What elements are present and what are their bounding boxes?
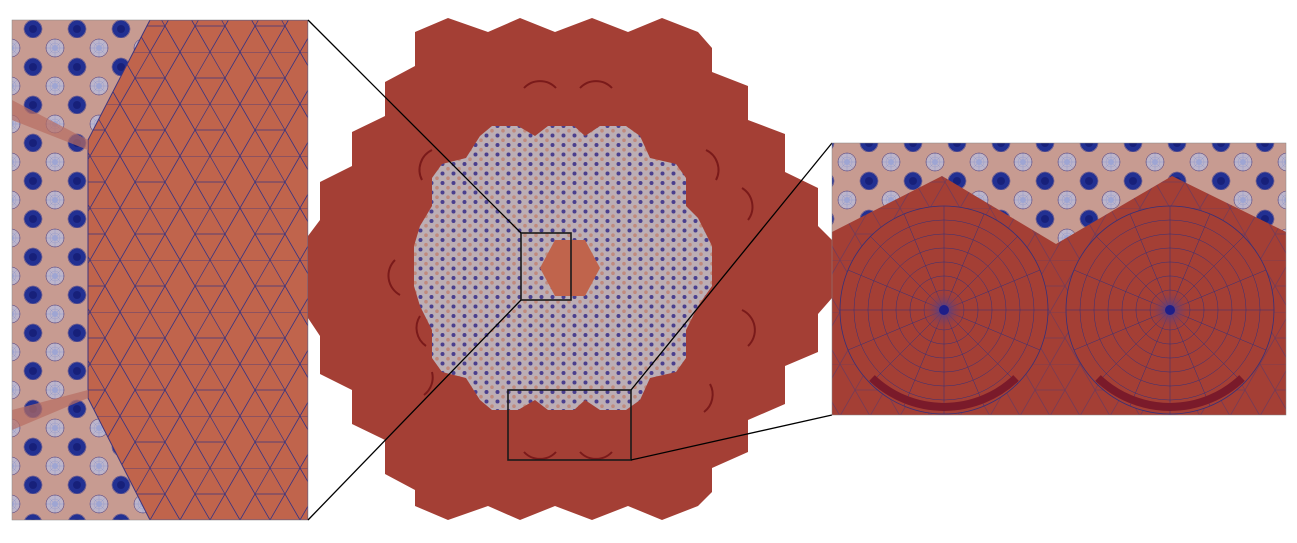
zoom-panel-central — [12, 20, 308, 520]
drum-right — [1065, 205, 1275, 415]
left-tri-mesh — [88, 20, 308, 520]
drum-left — [839, 205, 1049, 415]
zoom-panel-drums — [832, 143, 1286, 415]
zoom-box-central — [520, 232, 572, 301]
central-hex — [540, 240, 600, 296]
full-core-mesh — [308, 18, 832, 520]
zoom-box-bottom — [507, 389, 632, 461]
zoom-connector-lines — [307, 19, 833, 521]
control-drum-arcs — [387, 80, 756, 460]
